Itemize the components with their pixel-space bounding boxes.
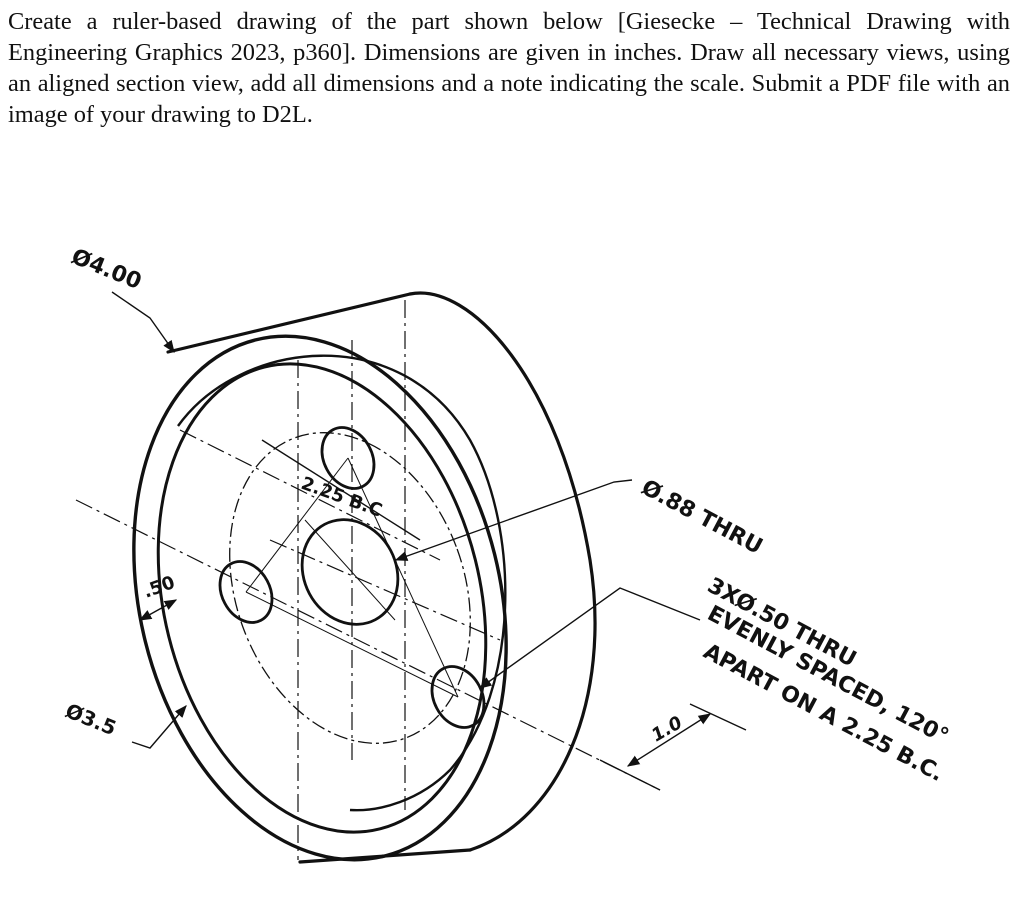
label-bolt-circle: 2.25 B.C [298, 473, 385, 522]
recess-floor-edge [177, 354, 507, 812]
bolt-hole-top [320, 426, 376, 490]
label-outer-diameter: Ø4.00 [68, 244, 145, 295]
label-thickness: 1.0 [648, 712, 686, 746]
label-center-hole: Ø.88 THRU [637, 475, 766, 560]
dimension-leaders [111, 291, 747, 791]
bolt-circle [229, 432, 471, 744]
recess-edge [156, 362, 488, 834]
label-recess-diameter: Ø3.5 [62, 698, 120, 740]
label-recess-depth: .50 [141, 572, 178, 603]
front-face-outer-edge [132, 334, 508, 862]
bolt-hole-left [218, 560, 274, 624]
assignment-instructions: Create a ruler-based drawing of the part… [8, 8, 1010, 128]
hole-construction-lines [245, 457, 459, 698]
